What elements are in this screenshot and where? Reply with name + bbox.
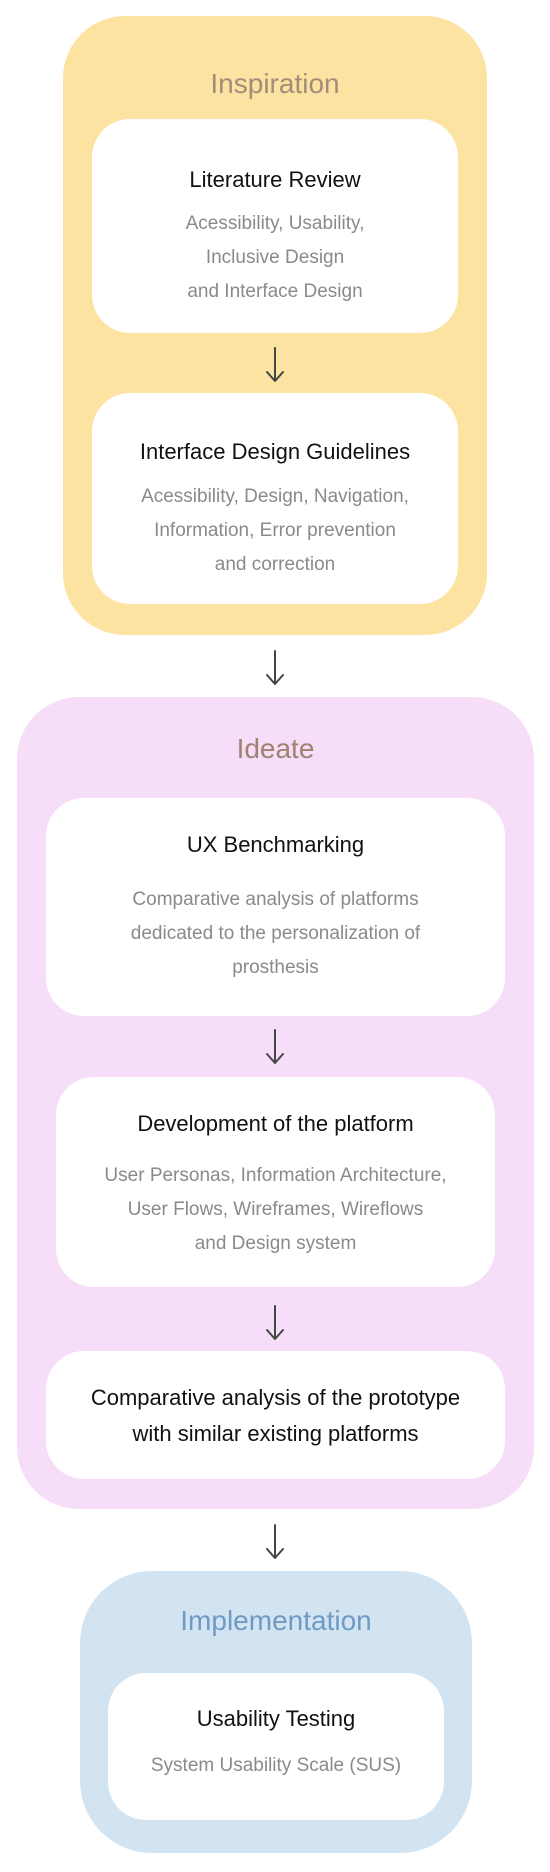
ux-benchmarking-card: UX Benchmarking Comparative analysis of …: [46, 798, 505, 1016]
ideate-phase: Ideate UX Benchmarking Comparative analy…: [17, 697, 534, 1509]
implementation-phase: Implementation Usability Testing System …: [80, 1571, 472, 1853]
literature-review-card: Literature Review Acessibility, Usabilit…: [92, 119, 458, 333]
comparative-analysis-card: Comparative analysis of the prototype wi…: [46, 1351, 505, 1479]
down-arrow-icon: [263, 1522, 287, 1562]
literature-review-title: Literature Review: [189, 167, 361, 192]
development-title: Development of the platform: [137, 1111, 414, 1136]
development-card: Development of the platform User Persona…: [56, 1077, 495, 1287]
guidelines-title: Interface Design Guidelines: [139, 439, 411, 464]
down-arrow-icon: [263, 1027, 287, 1067]
development-description: User Personas, Information Architecture,…: [104, 1165, 447, 1254]
down-arrow-icon: [263, 345, 287, 385]
guidelines-description: Acessibility, Design, Navigation, Inform…: [141, 486, 409, 575]
inspiration-title: Inspiration: [210, 68, 340, 99]
inspiration-phase: Inspiration Literature Review Acessibili…: [63, 16, 487, 635]
comparative-analysis-title: Comparative analysis of the prototype wi…: [90, 1385, 461, 1446]
usability-testing-description: System Usability Scale (SUS): [150, 1755, 402, 1776]
ux-benchmarking-title: UX Benchmarking: [186, 832, 365, 857]
ux-benchmarking-description: Comparative analysis of platforms dedica…: [130, 889, 421, 978]
implementation-title: Implementation: [180, 1605, 372, 1636]
ideate-title: Ideate: [236, 733, 315, 764]
guidelines-card: Interface Design Guidelines Acessibility…: [92, 393, 458, 604]
usability-testing-title: Usability Testing: [196, 1706, 356, 1731]
down-arrow-icon: [263, 648, 287, 688]
literature-review-description: Acessibility, Usability, Inclusive Desig…: [185, 213, 365, 302]
usability-testing-card: Usability Testing System Usability Scale…: [108, 1673, 444, 1820]
down-arrow-icon: [263, 1303, 287, 1343]
